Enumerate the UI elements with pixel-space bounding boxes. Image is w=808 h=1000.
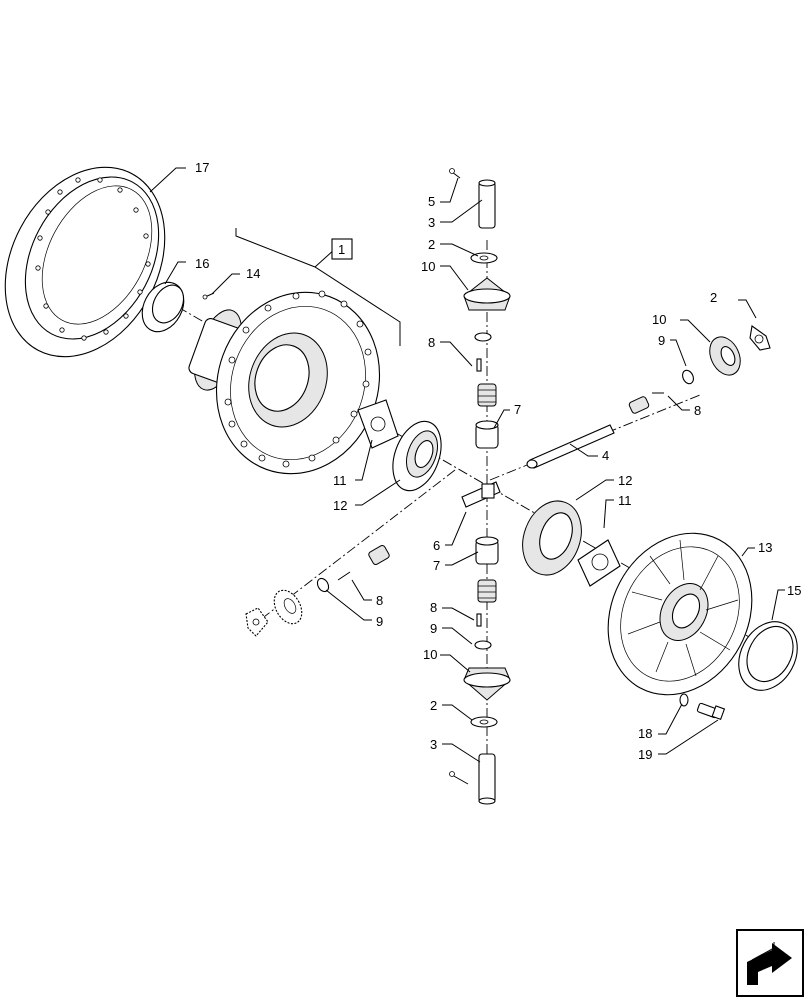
bushing-part-7-bottom <box>475 536 499 565</box>
bearing-cup-part-15 <box>738 621 798 691</box>
ring-gear-part-17 <box>4 166 166 358</box>
housing-bolt-holes <box>224 290 372 468</box>
washer-part-2-right <box>749 325 771 351</box>
callout-17: 17 <box>195 160 209 175</box>
callout-15: 15 <box>787 583 801 598</box>
shaft-part-3-top <box>478 179 496 229</box>
leader-lines <box>149 167 785 763</box>
roll-pin-part-8-top <box>476 358 482 372</box>
thrust-washer-part-11-left <box>357 399 399 449</box>
callout-9-left: 9 <box>376 614 383 629</box>
callout-16: 16 <box>195 256 209 271</box>
callout-7-bottom: 7 <box>433 558 440 573</box>
arrow-navigation-icon[interactable] <box>736 929 804 997</box>
callout-10-bottom: 10 <box>423 647 437 662</box>
snap-ring-part-9-top <box>474 332 492 342</box>
bushing-part-7-top <box>475 420 499 449</box>
roll-pin-part-8-left <box>337 571 351 581</box>
flange-ribs <box>627 539 739 677</box>
washer-part-2-bottom <box>470 716 498 728</box>
callout-1-box <box>331 238 353 260</box>
callout-11-right: 11 <box>618 493 632 508</box>
side-gear-part-12-left <box>392 420 442 492</box>
callout-2-top: 2 <box>428 237 435 252</box>
differential-housing <box>188 290 381 475</box>
callout-6: 6 <box>433 538 440 553</box>
callout-1: 1 <box>338 242 345 257</box>
pinion-gear-part-10-bottom <box>463 667 511 701</box>
roll-pin-part-8-bottom <box>476 613 482 627</box>
bolt-part-5-top <box>449 168 461 179</box>
callout-12-left: 12 <box>333 498 347 513</box>
snap-ring-part-9-bottom <box>474 640 492 650</box>
spring-bottom <box>477 579 497 603</box>
center-cross-part-6 <box>461 481 501 508</box>
callout-8-bottom: 8 <box>430 600 437 615</box>
shaft-part-3-bottom <box>478 753 496 805</box>
callout-9-bottom: 9 <box>430 621 437 636</box>
cross-shaft-part-4 <box>526 424 615 469</box>
callout-14: 14 <box>246 266 260 281</box>
pinion-gear-part-10-top <box>463 277 511 311</box>
ring-gear-bolt-holes <box>35 177 151 341</box>
spring-right <box>628 396 650 414</box>
washer-part-2-left <box>245 607 269 637</box>
pinion-gear-part-10-right <box>709 336 741 376</box>
callout-4: 4 <box>602 448 609 463</box>
callout-7-top: 7 <box>514 402 521 417</box>
callout-2-right: 2 <box>710 290 717 305</box>
bolt-bottom <box>449 771 469 785</box>
callout-labels: 17 16 14 1 5 3 2 10 8 7 4 2 10 9 8 11 12… <box>195 160 801 762</box>
thrust-washer-part-11-right <box>577 539 621 587</box>
callout-11-left: 11 <box>333 473 347 488</box>
flange-housing-part-13 <box>607 532 753 696</box>
callout-12-right: 12 <box>618 473 632 488</box>
callout-10-right: 10 <box>652 312 666 327</box>
callout-8-top: 8 <box>428 335 435 350</box>
bearing-cup-part-16 <box>141 281 185 333</box>
callout-8-left: 8 <box>376 593 383 608</box>
snap-ring-part-9-left <box>316 577 330 593</box>
spring-top <box>477 383 497 407</box>
callout-5: 5 <box>428 194 435 209</box>
callout-2-bottom: 2 <box>430 698 437 713</box>
callout-3-bottom: 3 <box>430 737 437 752</box>
center-lines <box>99 240 776 790</box>
callout-10-top: 10 <box>421 259 435 274</box>
callout-19: 19 <box>638 747 652 762</box>
snap-ring-part-9-right <box>682 369 694 385</box>
callout-8-right: 8 <box>694 403 701 418</box>
spring-left <box>368 545 390 565</box>
side-gear-part-12-right <box>522 500 582 576</box>
bolt-part-19 <box>696 702 726 721</box>
callout-3-top: 3 <box>428 215 435 230</box>
pinion-gear-part-10-left <box>273 589 303 625</box>
callout-9-right: 9 <box>658 333 665 348</box>
callout-13: 13 <box>758 540 772 555</box>
washer-part-18 <box>679 693 689 707</box>
callout-18: 18 <box>638 726 652 741</box>
